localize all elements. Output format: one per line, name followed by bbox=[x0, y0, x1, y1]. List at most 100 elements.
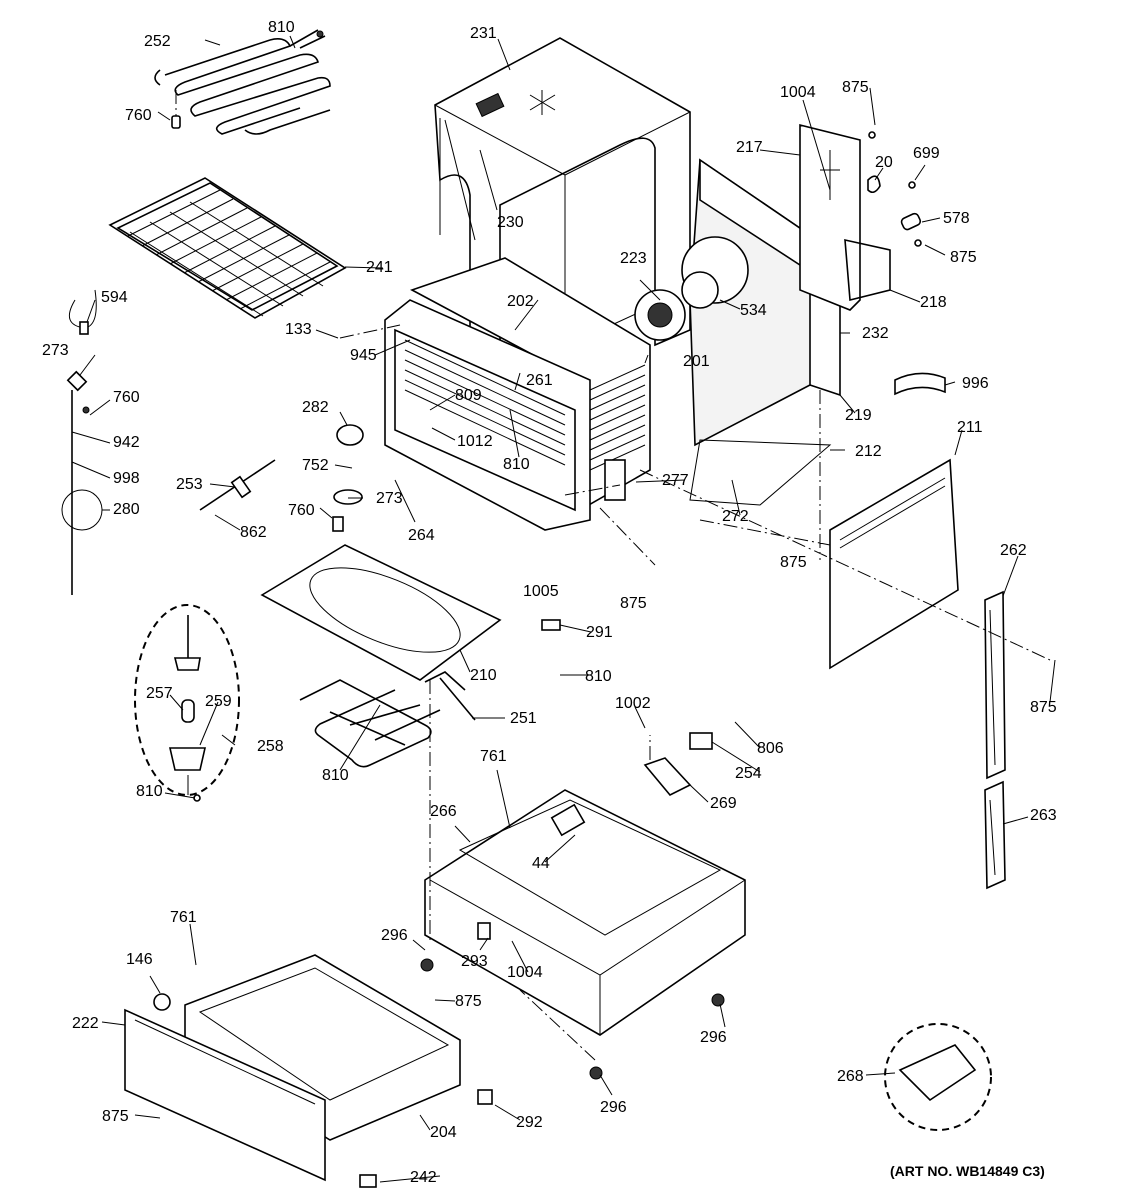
callout-862: 862 bbox=[240, 524, 267, 541]
callout-133: 133 bbox=[285, 321, 312, 338]
callout-241: 241 bbox=[366, 259, 393, 276]
callout-44: 44 bbox=[532, 855, 550, 872]
callout-263: 263 bbox=[1030, 807, 1057, 824]
callout-261: 261 bbox=[526, 372, 553, 389]
callout-257: 257 bbox=[146, 685, 173, 702]
callout-251: 251 bbox=[510, 710, 537, 727]
callout-1004: 1004 bbox=[507, 964, 543, 981]
callout-945: 945 bbox=[350, 347, 377, 364]
callout-1012: 1012 bbox=[457, 433, 493, 450]
callout-942: 942 bbox=[113, 434, 140, 451]
callout-201: 201 bbox=[683, 353, 710, 370]
callout-232: 232 bbox=[862, 325, 889, 342]
callout-875: 875 bbox=[1030, 699, 1057, 716]
callout-291: 291 bbox=[586, 624, 613, 641]
clip-292 bbox=[477, 1089, 493, 1105]
callout-1004: 1004 bbox=[780, 84, 816, 101]
callout-752: 752 bbox=[302, 457, 329, 474]
callout-212: 212 bbox=[855, 443, 882, 460]
oven-liner bbox=[384, 257, 651, 531]
glide-242 bbox=[359, 1174, 377, 1188]
thermostat-sensor bbox=[61, 289, 103, 595]
bracket-996 bbox=[894, 372, 946, 396]
callout-210: 210 bbox=[470, 667, 497, 684]
bake-element bbox=[299, 671, 476, 768]
callout-1002: 1002 bbox=[615, 695, 651, 712]
art-number: (ART NO. WB14849 C3) bbox=[890, 1163, 1045, 1179]
callout-268: 268 bbox=[837, 1068, 864, 1085]
callout-761: 761 bbox=[170, 909, 197, 926]
screw-760 bbox=[171, 115, 181, 129]
callout-273: 273 bbox=[42, 342, 69, 359]
callout-259: 259 bbox=[205, 693, 232, 710]
callout-266: 266 bbox=[430, 803, 457, 820]
callout-252: 252 bbox=[144, 33, 171, 50]
bezel-273 bbox=[333, 489, 363, 505]
side-trim bbox=[984, 590, 1006, 890]
callout-296: 296 bbox=[381, 927, 408, 944]
callout-262: 262 bbox=[1000, 542, 1027, 559]
callout-809: 809 bbox=[455, 387, 482, 404]
base-frame bbox=[424, 789, 746, 1036]
callout-875: 875 bbox=[950, 249, 977, 266]
callout-760: 760 bbox=[113, 389, 140, 406]
leveling-leg-a bbox=[420, 958, 434, 972]
callout-875: 875 bbox=[620, 595, 647, 612]
callout-1005: 1005 bbox=[523, 583, 559, 600]
lamp-assembly-outline bbox=[134, 604, 240, 796]
lamp-assembly bbox=[168, 615, 207, 802]
callout-761: 761 bbox=[480, 748, 507, 765]
callout-273: 273 bbox=[376, 490, 403, 507]
callout-269: 269 bbox=[710, 795, 737, 812]
callout-594: 594 bbox=[101, 289, 128, 306]
callout-296: 296 bbox=[700, 1029, 727, 1046]
callout-875: 875 bbox=[455, 993, 482, 1010]
callout-219: 219 bbox=[845, 407, 872, 424]
callout-998: 998 bbox=[113, 470, 140, 487]
callout-534: 534 bbox=[740, 302, 767, 319]
callout-280: 280 bbox=[113, 501, 140, 518]
side-panel bbox=[829, 458, 959, 670]
callout-230: 230 bbox=[497, 214, 524, 231]
callout-20: 20 bbox=[875, 154, 893, 171]
callout-296: 296 bbox=[600, 1099, 627, 1116]
callout-875: 875 bbox=[102, 1108, 129, 1125]
back-panel bbox=[634, 158, 841, 506]
storage-drawer bbox=[124, 954, 461, 1182]
callout-254: 254 bbox=[735, 765, 762, 782]
callout-875: 875 bbox=[780, 554, 807, 571]
anti-tip-bracket bbox=[898, 1044, 977, 1102]
callout-277: 277 bbox=[662, 472, 689, 489]
callout-242: 242 bbox=[410, 1169, 437, 1186]
callout-264: 264 bbox=[408, 527, 435, 544]
callout-204: 204 bbox=[430, 1124, 457, 1141]
callout-272: 272 bbox=[722, 508, 749, 525]
knob-282 bbox=[336, 424, 364, 446]
callout-292: 292 bbox=[516, 1114, 543, 1131]
clip-291 bbox=[541, 619, 561, 631]
callout-996: 996 bbox=[962, 375, 989, 392]
callout-258: 258 bbox=[257, 738, 284, 755]
clip-293 bbox=[477, 922, 491, 940]
callout-202: 202 bbox=[507, 293, 534, 310]
screw-760b bbox=[332, 516, 344, 532]
callout-810: 810 bbox=[136, 783, 163, 800]
anti-tip-outline bbox=[884, 1023, 992, 1131]
callout-223: 223 bbox=[620, 250, 647, 267]
callout-699: 699 bbox=[913, 145, 940, 162]
callout-211: 211 bbox=[957, 419, 983, 436]
bracket-269 bbox=[643, 757, 692, 796]
control-bracket bbox=[799, 123, 922, 311]
callout-217: 217 bbox=[736, 139, 763, 156]
switch-254 bbox=[689, 732, 713, 750]
callout-578: 578 bbox=[943, 210, 970, 227]
oven-rack bbox=[108, 177, 347, 319]
callout-810: 810 bbox=[268, 19, 295, 36]
callout-760: 760 bbox=[288, 502, 315, 519]
broil-element bbox=[154, 29, 331, 135]
callout-231: 231 bbox=[470, 25, 497, 42]
callout-810: 810 bbox=[503, 456, 530, 473]
callout-810: 810 bbox=[585, 668, 612, 685]
callout-810: 810 bbox=[322, 767, 349, 784]
